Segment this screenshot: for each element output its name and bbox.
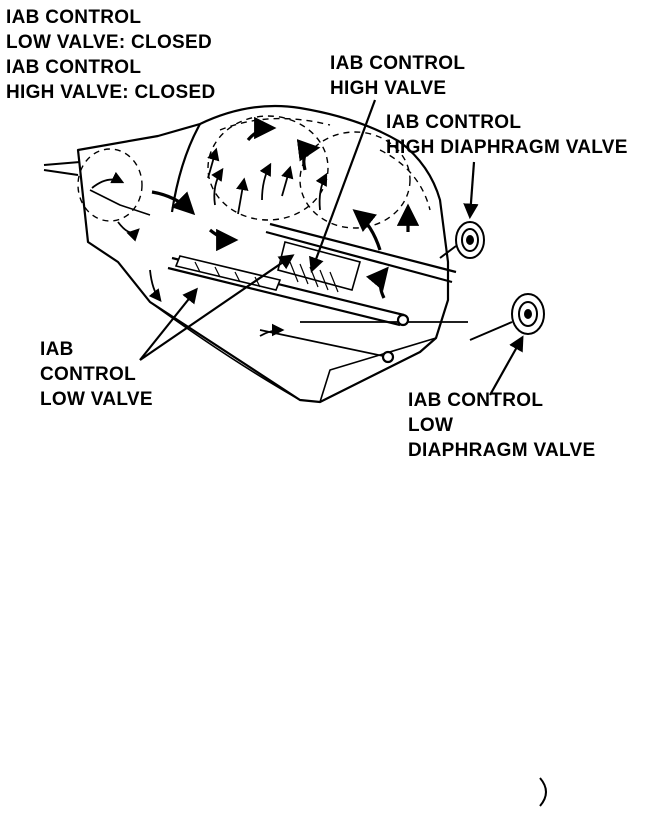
valve-rails bbox=[167, 222, 468, 364]
iab-control-low-diaphragm-valve bbox=[469, 293, 545, 341]
callout-low-valve-line-1: IAB bbox=[40, 339, 74, 360]
callout-high-diaphragm-line-1: IAB CONTROL bbox=[386, 112, 522, 133]
callout-low-valve: IAB CONTROL LOW VALVE bbox=[40, 337, 153, 412]
valve-state-label: IAB CONTROL LOW VALVE: CLOSED IAB CONTRO… bbox=[6, 5, 215, 105]
page-corner-mark bbox=[539, 777, 547, 807]
callout-high-valve-line-2: HIGH VALVE bbox=[330, 78, 447, 99]
callout-high-valve-line-1: IAB CONTROL bbox=[330, 53, 466, 74]
iab-control-high-diaphragm-valve bbox=[439, 221, 485, 259]
leader-lines bbox=[139, 99, 524, 396]
state-line-4: HIGH VALVE: CLOSED bbox=[6, 82, 216, 103]
callout-low-diaphragm-valve: IAB CONTROL LOW DIAPHRAGM VALVE bbox=[408, 388, 595, 463]
callout-high-diaphragm-line-2: HIGH DIAPHRAGM VALVE bbox=[386, 137, 628, 158]
callout-low-diaphragm-line-2: LOW bbox=[408, 415, 454, 436]
callout-high-valve: IAB CONTROL HIGH VALVE bbox=[330, 51, 465, 101]
callout-high-diaphragm-valve: IAB CONTROL HIGH DIAPHRAGM VALVE bbox=[386, 110, 628, 160]
airflow-arrows-solid bbox=[151, 116, 420, 299]
state-line-1: IAB CONTROL bbox=[6, 7, 142, 28]
manifold-housing bbox=[43, 104, 450, 404]
callout-low-valve-line-3: LOW VALVE bbox=[40, 389, 153, 410]
state-line-2: LOW VALVE: CLOSED bbox=[6, 32, 213, 53]
callout-low-diaphragm-line-3: DIAPHRAGM VALVE bbox=[408, 440, 596, 461]
state-line-3: IAB CONTROL bbox=[6, 57, 142, 78]
callout-low-valve-line-2: CONTROL bbox=[40, 364, 137, 385]
airflow-arrows bbox=[91, 147, 328, 337]
callout-low-diaphragm-line-1: IAB CONTROL bbox=[408, 390, 544, 411]
